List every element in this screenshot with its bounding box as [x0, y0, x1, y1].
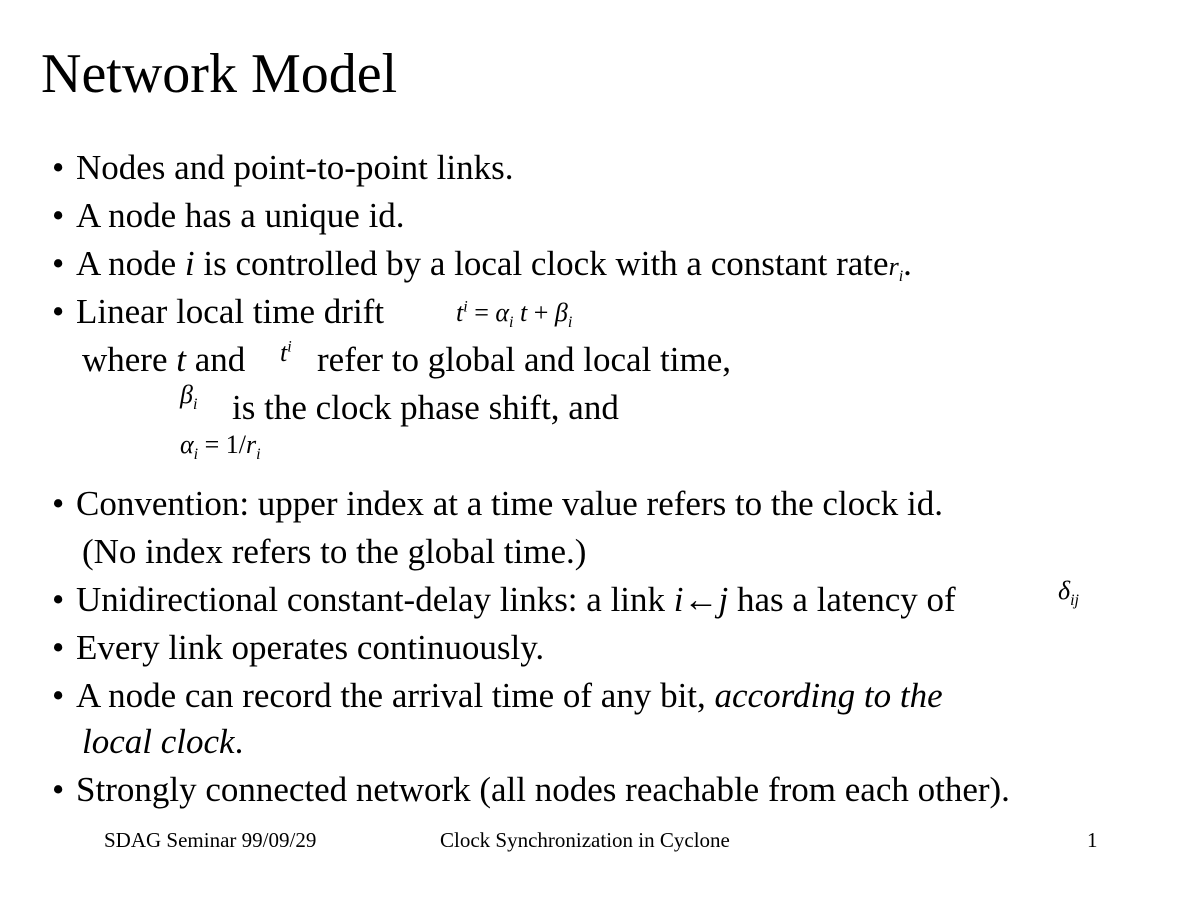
bullet-item: • Convention: upper index at a time value…	[52, 484, 943, 524]
period: .	[903, 244, 912, 283]
bullet-marker: •	[52, 244, 65, 283]
bullet-marker: •	[52, 580, 65, 619]
bullet-text: Linear local time drift	[76, 292, 385, 331]
bullet-item: • Linear local time drift	[52, 292, 384, 332]
footer-left: SDAG Seminar 99/09/29	[104, 828, 317, 852]
phase-shift-text: is the clock phase shift, and	[232, 388, 619, 427]
latency-symbol: δij	[1058, 576, 1079, 610]
footer-center: Clock Synchronization in Cyclone	[440, 828, 730, 852]
bullet-continuation: (No index refers to the global time.)	[82, 532, 587, 571]
bullet-text: Every link operates continuously.	[76, 628, 545, 667]
bullet-text: A node has a unique id.	[76, 196, 405, 235]
bullet-text: Convention: upper index at a time value …	[76, 484, 943, 523]
bullet-text: Nodes and point-to-point links.	[76, 148, 514, 187]
alpha-formula: αi = 1/ri	[180, 430, 261, 464]
bullet-item: • Strongly connected network (all nodes r…	[52, 770, 1010, 810]
bullet-marker: •	[52, 484, 65, 523]
bullet-text: A node can record the arrival time of an…	[76, 676, 715, 715]
bullet-marker: •	[52, 770, 65, 809]
bullet-text: is controlled by a local clock with a co…	[194, 244, 889, 283]
bullet-item: • A node can record the arrival time of a…	[52, 676, 943, 715]
bullet-marker: •	[52, 148, 65, 187]
explanation-text: refer to global and local time,	[317, 340, 732, 379]
bullet-marker: •	[52, 196, 65, 235]
slide-title: Network Model	[41, 43, 398, 105]
bullet-marker: •	[52, 292, 65, 331]
page-number: 1	[1087, 828, 1098, 852]
bullet-item: • Unidirectional constant-delay links: a …	[52, 580, 956, 619]
rate-symbol: ri	[888, 252, 904, 286]
drift-formula: ti = αi t + βi	[456, 298, 573, 332]
bullet-item: • A node has a unique id.	[52, 196, 405, 236]
bullet-marker: •	[52, 676, 65, 715]
bullet-text: Unidirectional constant-delay links: a l…	[76, 580, 674, 619]
local-time-symbol: ti	[280, 338, 292, 367]
node-index-variable: i	[184, 244, 195, 283]
explanation-line: where t and	[82, 340, 246, 379]
bullet-text: A node	[76, 244, 185, 283]
bullet-item: • A node i is controlled by a local clock…	[52, 244, 912, 297]
bullet-item: • Nodes and point-to-point links.	[52, 148, 513, 188]
bullet-continuation: local clock.	[82, 722, 244, 761]
bullet-item: • Every link operates continuously.	[52, 628, 544, 668]
bullet-text: Strongly connected network (all nodes re…	[76, 770, 1010, 809]
bullet-marker: •	[52, 628, 65, 667]
beta-symbol: βi	[180, 380, 198, 414]
